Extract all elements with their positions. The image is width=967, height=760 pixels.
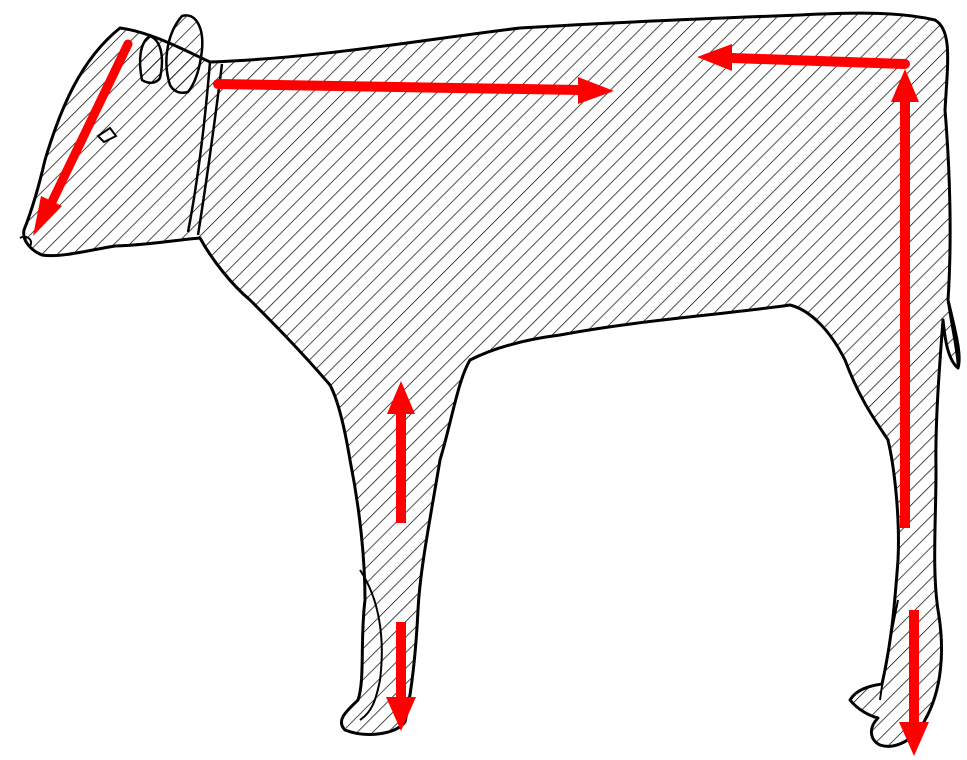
calf-body-outline (24, 13, 959, 746)
left-ear (140, 36, 162, 83)
calf-silhouette (20, 13, 959, 746)
